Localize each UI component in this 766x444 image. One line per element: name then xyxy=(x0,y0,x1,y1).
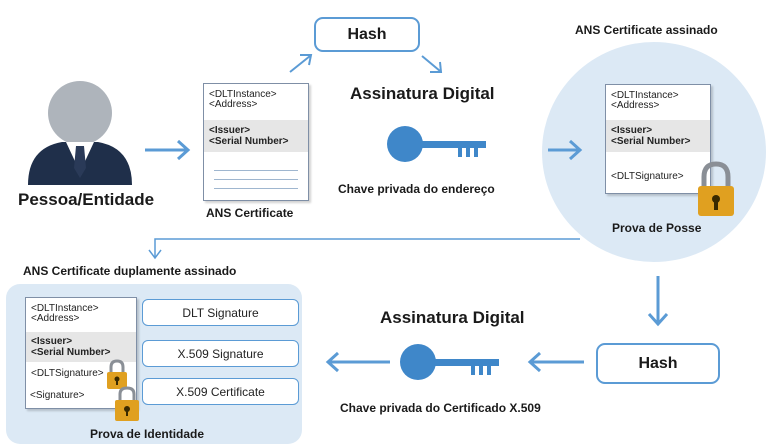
doc-line-serial: <Serial Number> xyxy=(611,136,691,147)
doc-line-dltinstance: <DLTInstance> xyxy=(611,90,679,101)
key-caption-top: Chave privada do endereço xyxy=(338,182,495,196)
signature-title-top: Assinatura Digital xyxy=(350,84,495,103)
arrow-hash-to-key xyxy=(527,351,584,373)
pill-label: X.509 Signature xyxy=(177,346,264,361)
pill-dlt-signature: DLT Signature xyxy=(142,299,299,326)
doc-line-address: <Address> xyxy=(209,99,258,110)
arrow-key-to-signed xyxy=(548,139,583,161)
hash-box-top: Hash xyxy=(314,17,420,52)
padlock-icon-lower xyxy=(115,386,139,421)
signed-certificate-document: <DLTInstance> <Address> <Issuer> <Serial… xyxy=(605,84,711,194)
arrow-signed-to-hash xyxy=(647,276,669,327)
doc-line-dltinstance: <DLTInstance> xyxy=(209,89,277,100)
doc-line-dltsignature: <DLTSignature> xyxy=(31,368,104,379)
key-caption-bottom: Chave privada do Certificado X.509 xyxy=(340,401,541,415)
person-icon xyxy=(28,81,132,185)
doc-line-address: <Address> xyxy=(31,313,80,324)
hash-box-bottom: Hash xyxy=(596,343,720,384)
hash-label: Hash xyxy=(347,25,387,43)
doc-line-serial: <Serial Number> xyxy=(209,136,289,147)
hash-label: Hash xyxy=(638,354,678,372)
person-label: Pessoa/Entidade xyxy=(18,190,155,209)
doc-line-dltinstance: <DLTInstance> xyxy=(31,303,99,314)
proof-of-possession-label: Prova de Posse xyxy=(612,221,702,235)
arrow-cert-to-hash xyxy=(289,54,313,73)
doc-line-serial: <Serial Number> xyxy=(31,347,111,358)
arrow-signed-to-double xyxy=(148,238,580,260)
doc-line-issuer: <Issuer> xyxy=(209,125,251,136)
doc-line-issuer: <Issuer> xyxy=(611,125,653,136)
arrow-hash-to-signature xyxy=(421,55,443,73)
pill-label: DLT Signature xyxy=(182,305,259,320)
double-signed-title: ANS Certificate duplamente assinado xyxy=(23,264,237,278)
private-key-icon xyxy=(387,126,486,162)
double-signed-document: <DLTInstance> <Address> <Issuer> <Serial… xyxy=(25,297,137,409)
pill-x509-signature: X.509 Signature xyxy=(142,340,299,367)
doc-line-signature: <Signature> xyxy=(30,390,85,401)
doc-line-issuer: <Issuer> xyxy=(31,336,73,347)
signed-title: ANS Certificate assinado xyxy=(575,23,718,37)
pill-x509-certificate: X.509 Certificate xyxy=(142,378,299,405)
proof-of-identity-label: Prova de Identidade xyxy=(90,427,205,441)
x509-private-key-icon xyxy=(400,344,499,380)
signature-title-bottom: Assinatura Digital xyxy=(380,308,525,327)
cert-label: ANS Certificate xyxy=(206,206,294,220)
arrow-person-to-cert xyxy=(145,139,191,161)
ans-certificate-document: <DLTInstance> <Address> <Issuer> <Serial… xyxy=(203,83,309,201)
arrow-key-to-panel xyxy=(325,351,390,373)
pill-label: X.509 Certificate xyxy=(176,384,265,399)
doc-line-dltsignature: <DLTSignature> xyxy=(611,171,684,182)
doc-line-address: <Address> xyxy=(611,100,660,111)
doc-blank-lines xyxy=(214,170,298,189)
